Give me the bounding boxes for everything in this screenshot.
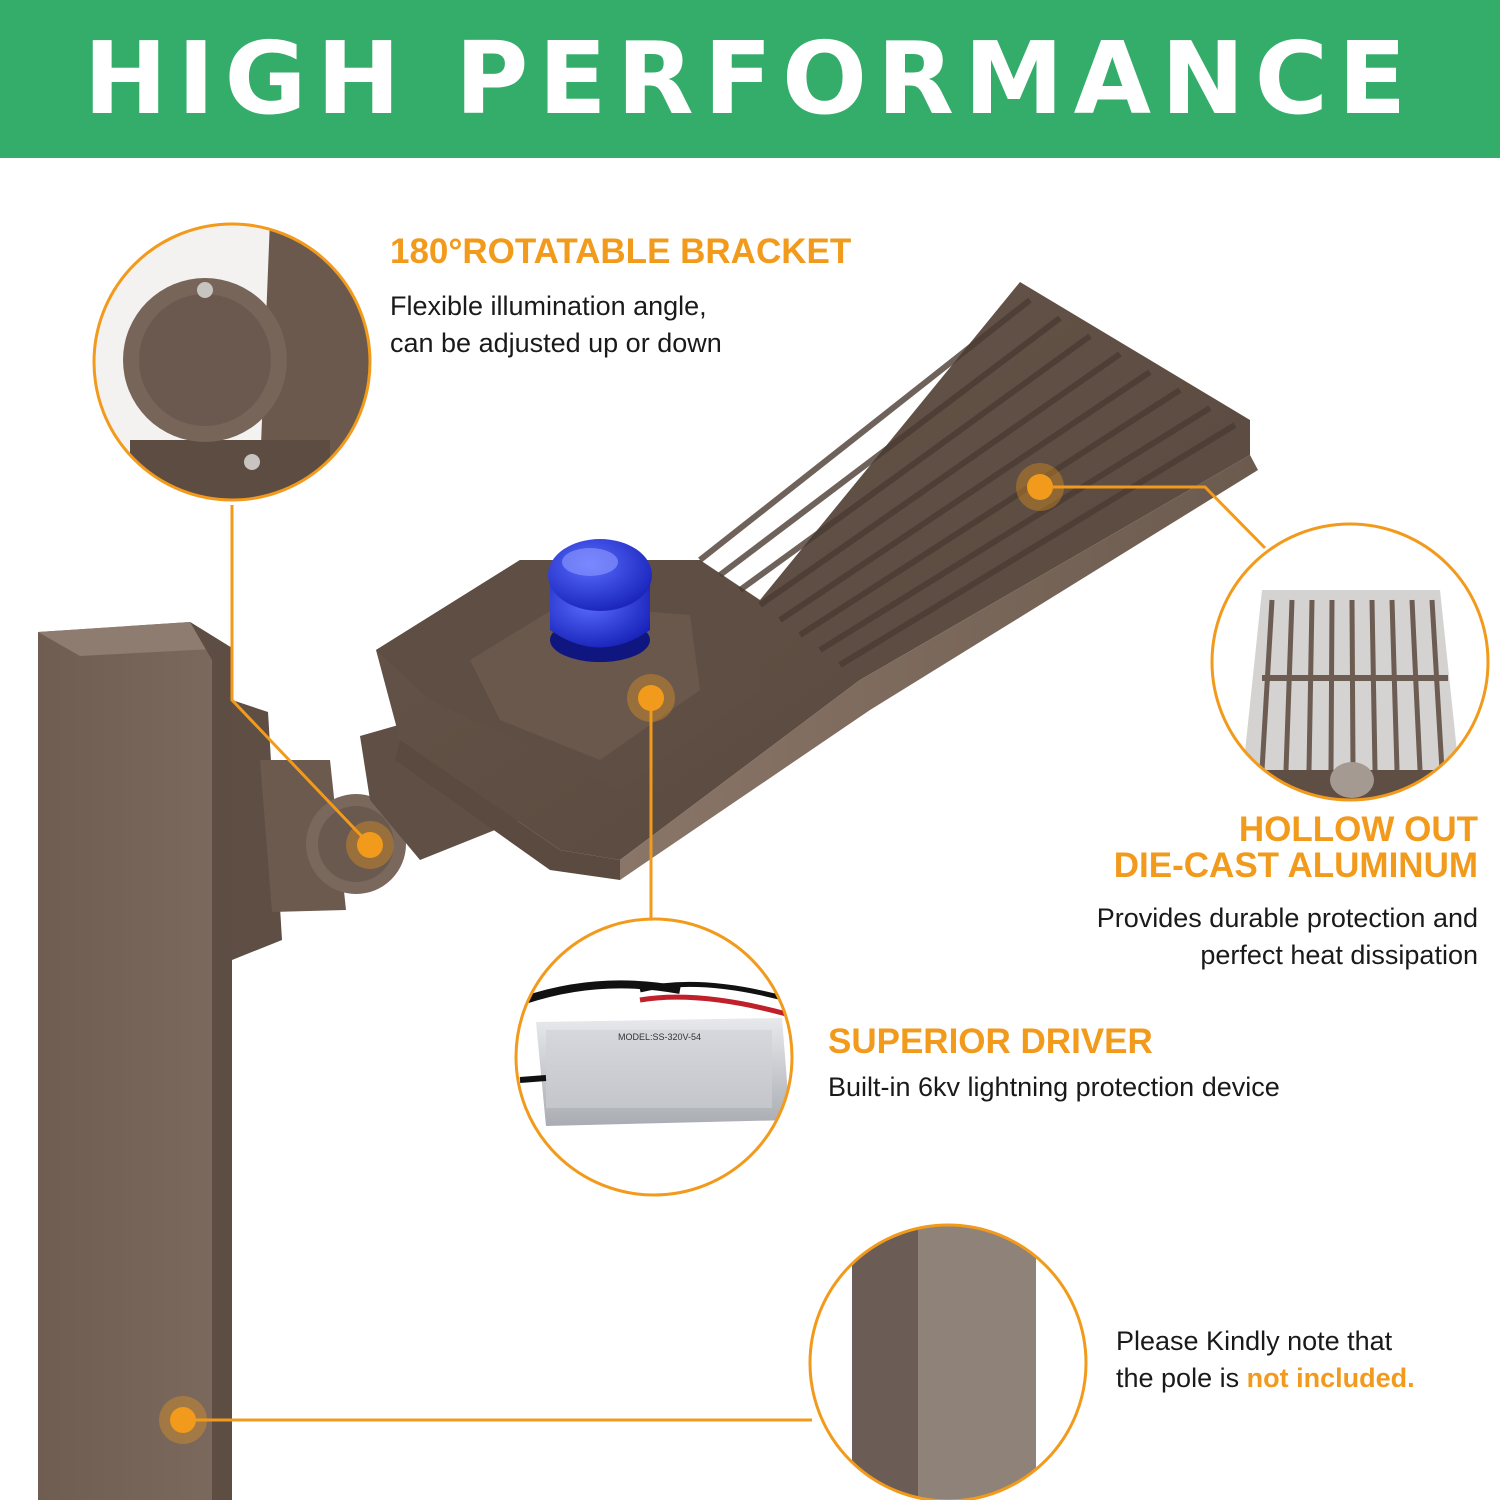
driver-closeup: MODEL:SS-320V-54 xyxy=(514,917,794,1197)
housing-title: HOLLOW OUT DIE-CAST ALUMINUM xyxy=(1114,812,1478,884)
housing-desc-line2: perfect heat dissipation xyxy=(1200,940,1478,970)
pole-note-line2: the pole is not included. xyxy=(1116,1360,1415,1397)
housing-desc-line1: Provides durable protection and xyxy=(1096,903,1478,933)
bracket-title: 180°ROTATABLE BRACKET xyxy=(390,232,852,271)
bracket-description: Flexible illumination angle, can be adju… xyxy=(390,288,722,362)
pole-note-prefix: the pole is xyxy=(1116,1363,1247,1393)
pole-note: Please Kindly note that the pole is not … xyxy=(1116,1323,1415,1397)
pole-not-included: not included. xyxy=(1246,1363,1415,1393)
mounting-arm xyxy=(232,700,520,960)
bracket-desc-line2: can be adjusted up or down xyxy=(390,328,722,358)
callout-lines xyxy=(183,485,1267,1422)
driver-description: Built-in 6kv lightning protection device xyxy=(828,1072,1280,1102)
pole-closeup xyxy=(808,1223,1088,1500)
pole-note-line1: Please Kindly note that xyxy=(1116,1326,1393,1356)
callout-dots xyxy=(159,463,1064,1444)
heat-sink-closeup xyxy=(1210,522,1490,802)
fixture-housing xyxy=(376,282,1258,880)
housing-description: Provides durable protection and perfect … xyxy=(1097,900,1478,974)
header-banner: HIGH PERFORMANCE xyxy=(0,0,1500,158)
bracket-desc-line1: Flexible illumination angle, xyxy=(390,291,707,321)
housing-title-line1: HOLLOW OUT xyxy=(1238,810,1478,849)
driver-title: SUPERIOR DRIVER xyxy=(828,1022,1153,1061)
housing-title-line2: DIE-CAST ALUMINUM xyxy=(1113,846,1478,885)
page-title: HIGH PERFORMANCE xyxy=(83,20,1417,137)
bracket-closeup xyxy=(92,222,372,502)
photocell-sensor xyxy=(548,539,652,662)
pole xyxy=(38,622,232,1500)
driver-model-label: MODEL:SS-320V-54 xyxy=(618,1032,701,1042)
